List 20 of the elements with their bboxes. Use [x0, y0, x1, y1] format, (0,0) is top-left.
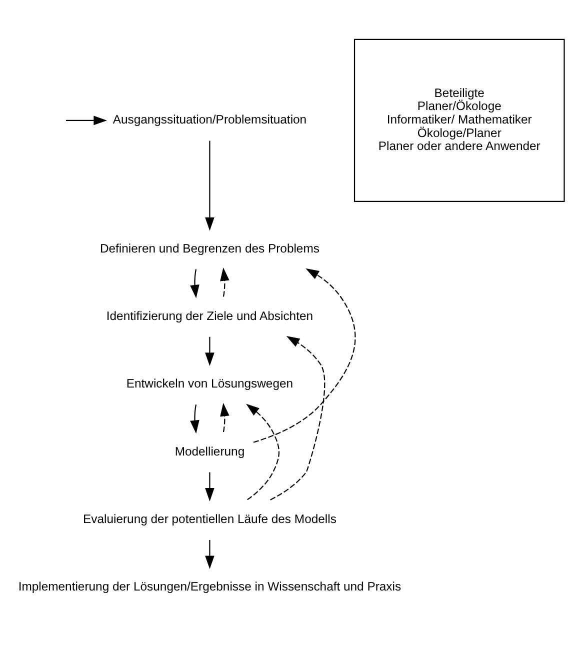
node-box: Beteiligte Planer/Ökologe Informatiker/ Mathematiker Ökologe/Planer Planer oder andere Anwender: [354, 38, 565, 202]
node-text: Implementierung der Lösungen/Ergebnisse in Wissenschaft und Praxis: [18, 579, 402, 594]
arrow: [253, 268, 356, 442]
arrow: [205, 140, 214, 230]
arrow: [220, 267, 230, 296]
arrow: [220, 402, 230, 432]
arrow: [205, 539, 214, 569]
node-text: Identifizierung der Ziele und Absichten: [106, 308, 314, 322]
node-text: Ausgangssituation/Problemsituation: [112, 112, 307, 126]
arrow: [270, 336, 326, 500]
arrow: [205, 472, 214, 501]
node-text: Definieren und Begrenzen des Problems: [100, 240, 320, 255]
node-text: Entwickeln von Lösungswegen: [126, 376, 294, 390]
node-text: Evaluierung der potentiellen Läufe des Modells: [83, 512, 336, 526]
arrow: [246, 403, 280, 500]
arrow: [190, 268, 200, 298]
arrow: [66, 115, 107, 125]
node-text: Modellierung: [174, 444, 245, 458]
arrow: [205, 336, 214, 366]
arrow: [190, 404, 200, 434]
